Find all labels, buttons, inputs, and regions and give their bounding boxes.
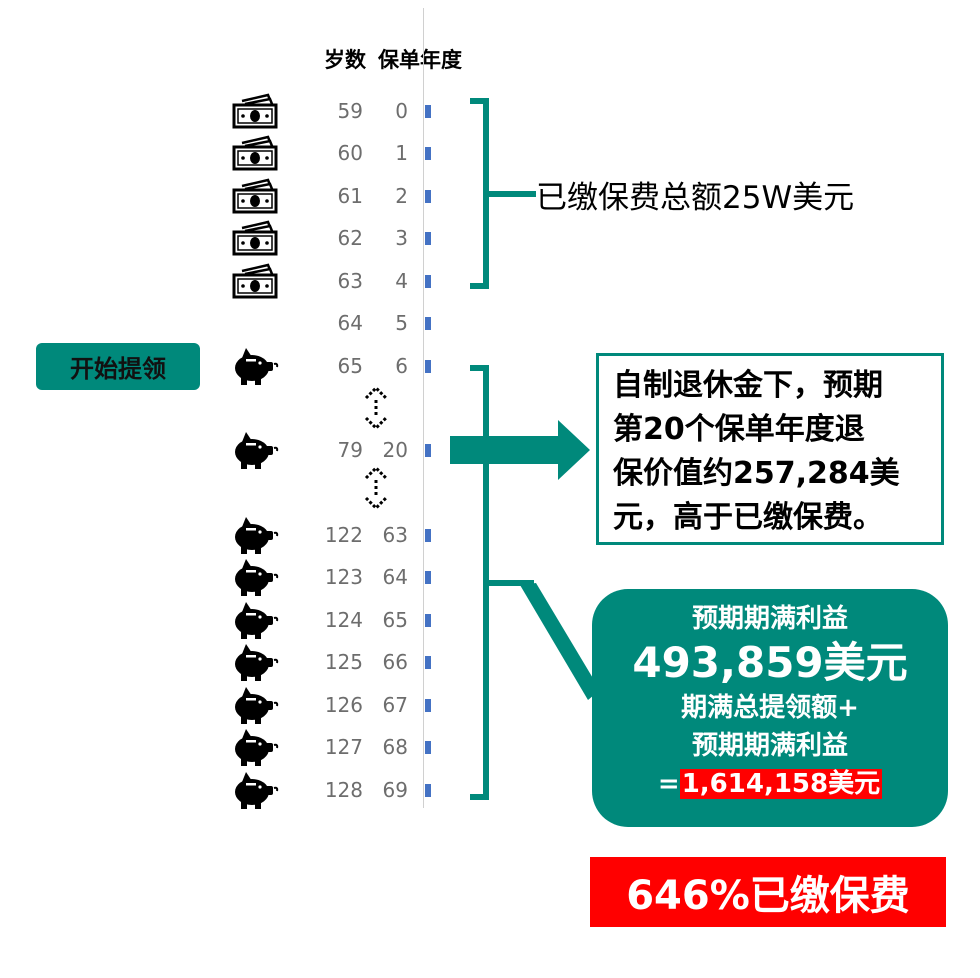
money-icon <box>230 91 280 131</box>
value-bar <box>425 317 431 330</box>
piggy-bank-icon <box>230 770 280 810</box>
total-amount-highlight: 1,614,158美元 <box>679 769 883 799</box>
piggy-bank-icon <box>230 430 280 470</box>
age-value: 64 <box>337 311 363 335</box>
age-header: 岁数 <box>324 48 366 72</box>
equals-sign: = <box>657 769 680 799</box>
value-bar <box>425 529 431 542</box>
value-bar <box>425 444 431 457</box>
maturity-title: 预期期满利益 <box>691 604 848 634</box>
maturity-formula-line2: 预期期满利益 <box>691 731 848 761</box>
note-line: 元，高于已缴保费。 <box>613 500 883 535</box>
age-value: 128 <box>324 778 363 802</box>
piggy-bank-icon <box>230 642 280 682</box>
percent-badge: 646%已缴保费 <box>590 857 946 927</box>
money-icon <box>230 218 280 258</box>
policy-year-value: 0 <box>395 99 408 123</box>
paid-premium-label: 已缴保费总额25W美元 <box>536 180 855 216</box>
piggy-bank-icon <box>230 685 280 725</box>
age-value: 63 <box>337 269 363 293</box>
piggy-bank-icon <box>230 727 280 767</box>
maturity-benefit-callout: 预期期满利益 493,859美元 期满总提领额+ 预期期满利益 =1,614,1… <box>592 589 948 827</box>
value-bar <box>425 741 431 754</box>
value-bar <box>425 190 431 203</box>
policy-year-value: 20 <box>382 438 408 462</box>
age-value: 59 <box>337 99 363 123</box>
policy-year-value: 3 <box>395 226 408 250</box>
paid-bracket <box>470 98 536 289</box>
value-bar <box>425 275 431 288</box>
right-arrow <box>450 420 590 480</box>
value-bar <box>425 147 431 160</box>
policy-year-value: 68 <box>382 735 408 759</box>
age-value: 65 <box>337 354 363 378</box>
note-line: 自制退休金下，预期 <box>613 368 883 403</box>
policy-year-value: 69 <box>382 778 408 802</box>
money-icon <box>230 176 280 216</box>
start-withdraw-label: 开始提领 <box>36 343 200 390</box>
policy-year-value: 5 <box>395 311 408 335</box>
value-bar <box>425 784 431 797</box>
age-value: 60 <box>337 141 363 165</box>
ellipsis-arrow-icon <box>364 466 388 510</box>
piggy-bank-icon <box>230 515 280 555</box>
policy-year-value: 64 <box>382 565 408 589</box>
value-bar <box>425 614 431 627</box>
age-value: 122 <box>324 523 363 547</box>
maturity-amount: 493,859美元 <box>632 638 908 687</box>
age-value: 126 <box>324 693 363 717</box>
payout-bracket <box>470 365 489 800</box>
policy-year-value: 1 <box>395 141 408 165</box>
policy-year-header: 保单年度 <box>378 48 462 72</box>
policy-year-value: 63 <box>382 523 408 547</box>
piggy-bank-icon <box>230 557 280 597</box>
policy-year-value: 65 <box>382 608 408 632</box>
maturity-formula-line1: 期满总提领额+ <box>681 693 859 723</box>
note-line: 第20个保单年度退 <box>613 412 865 447</box>
value-bar <box>425 232 431 245</box>
piggy-bank-icon <box>230 346 280 386</box>
value-bar <box>425 656 431 669</box>
age-value: 124 <box>324 608 363 632</box>
piggy-bank-icon <box>230 600 280 640</box>
money-icon <box>230 261 280 301</box>
age-value: 127 <box>324 735 363 759</box>
value-bar <box>425 699 431 712</box>
maturity-total-line: =1,614,158美元 <box>592 765 948 803</box>
money-icon <box>230 133 280 173</box>
value-bar <box>425 360 431 373</box>
policy-year-value: 66 <box>382 650 408 674</box>
age-value: 123 <box>324 565 363 589</box>
policy-year-value: 6 <box>395 354 408 378</box>
note-line: 保价值约257,284美 <box>613 456 900 491</box>
maturity-pointer <box>520 583 600 700</box>
value-bar <box>425 105 431 118</box>
age-value: 79 <box>337 438 363 462</box>
surrender-value-note: 自制退休金下，预期 第20个保单年度退 保价值约257,284美 元，高于已缴保… <box>596 353 944 545</box>
timeline-axis <box>423 8 424 808</box>
policy-year-value: 2 <box>395 184 408 208</box>
policy-year-value: 4 <box>395 269 408 293</box>
ellipsis-arrow-icon <box>364 386 388 430</box>
age-value: 62 <box>337 226 363 250</box>
age-value: 125 <box>324 650 363 674</box>
value-bar <box>425 571 431 584</box>
age-value: 61 <box>337 184 363 208</box>
policy-year-value: 67 <box>382 693 408 717</box>
